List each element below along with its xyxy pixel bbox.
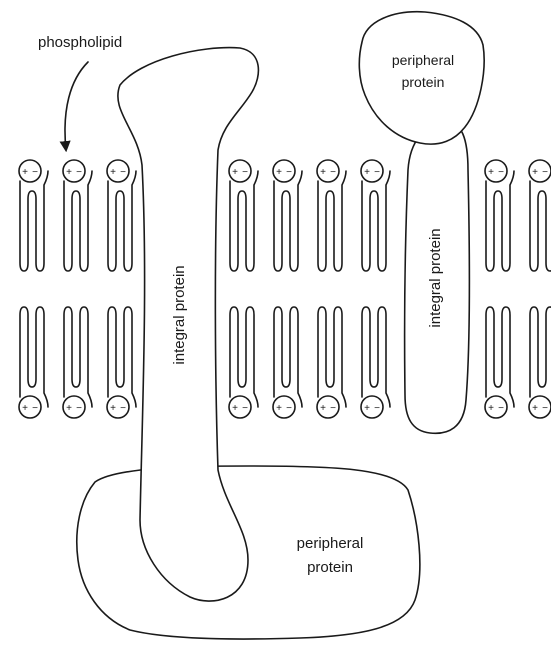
phospholipid-lower: +− [229,307,258,418]
peripheral-bottom-label-line2: protein [307,559,353,576]
svg-text:−: − [498,167,504,178]
svg-text:−: − [242,403,248,414]
phospholipid-upper: +− [19,160,48,271]
phospholipid-upper: +− [63,160,92,271]
svg-text:+: + [364,403,370,414]
svg-text:+: + [66,403,72,414]
svg-text:−: − [242,167,248,178]
svg-text:+: + [320,167,326,178]
svg-text:+: + [22,167,28,178]
svg-text:+: + [488,403,494,414]
phospholipid-lower: +− [19,307,48,418]
svg-text:−: − [32,403,38,414]
svg-text:−: − [542,167,548,178]
svg-text:+: + [232,167,238,178]
phospholipid-arrow [65,62,88,150]
svg-text:+: + [110,403,116,414]
phospholipid-lower: +− [317,307,346,418]
svg-text:−: − [120,403,126,414]
svg-text:−: − [120,167,126,178]
peripheral-top-label-line2: protein [402,74,445,90]
phospholipid-lower: +− [361,307,390,418]
phospholipid-upper: +− [107,160,136,271]
integral-protein-right-label: integral protein [427,228,444,327]
svg-text:−: − [286,403,292,414]
svg-text:−: − [498,403,504,414]
phospholipid-lower: +− [107,307,136,418]
svg-text:+: + [66,167,72,178]
svg-text:−: − [542,403,548,414]
peripheral-top-label-line1: peripheral [392,52,454,68]
phospholipid-lower: +− [273,307,302,418]
svg-text:−: − [286,167,292,178]
svg-text:+: + [232,403,238,414]
svg-text:+: + [320,403,326,414]
phospholipid-lower: +− [485,307,514,418]
svg-text:−: − [76,167,82,178]
svg-text:+: + [276,403,282,414]
svg-text:+: + [364,167,370,178]
phospholipid-lower: +− [63,307,92,418]
phospholipid-upper: +− [361,160,390,271]
svg-text:+: + [532,403,538,414]
svg-text:+: + [532,167,538,178]
integral-protein-left-label: integral protein [171,265,188,364]
svg-text:−: − [32,167,38,178]
svg-text:−: − [76,403,82,414]
svg-text:+: + [488,167,494,178]
svg-text:+: + [110,167,116,178]
phospholipid-upper: +− [229,160,258,271]
phospholipid-bilayer: +−+−+−+−+−+−+−+−+−+−+−+−+−+−+−+−+−+− [19,160,551,418]
svg-text:+: + [276,167,282,178]
phospholipid-lower: +− [529,307,551,418]
svg-text:−: − [330,167,336,178]
svg-text:−: − [330,403,336,414]
svg-text:−: − [374,167,380,178]
svg-text:−: − [374,403,380,414]
phospholipid-upper: +− [529,160,551,271]
phospholipid-upper: +− [273,160,302,271]
svg-text:+: + [22,403,28,414]
phospholipid-label: phospholipid [38,34,122,51]
phospholipid-upper: +− [485,160,514,271]
peripheral-bottom-label-line1: peripheral [297,535,364,552]
phospholipid-upper: +− [317,160,346,271]
